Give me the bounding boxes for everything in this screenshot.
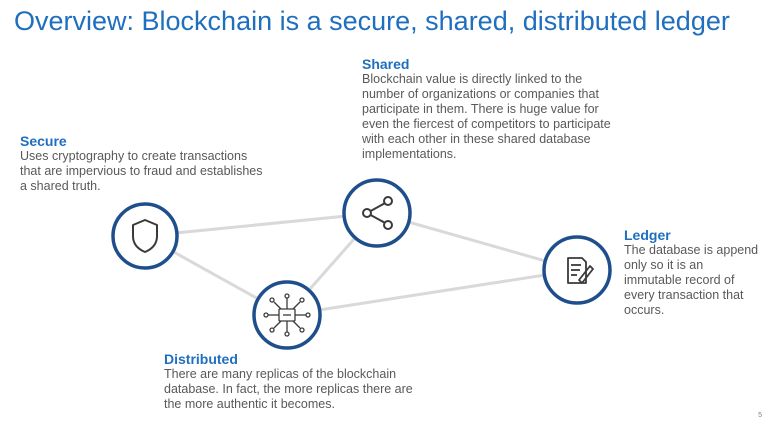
connector-distributed-ledger [286,268,578,317]
shared-text-block: Shared Blockchain value is directly link… [362,56,620,162]
distributed-text-block: Distributed There are many replicas of t… [164,351,424,412]
distributed-heading: Distributed [164,351,238,367]
network-hub-icon [263,293,311,337]
node-shared [342,178,412,248]
slide-title: Overview: Blockchain is a secure, shared… [14,6,730,36]
share-icon [362,196,393,230]
document-edit-icon [567,257,594,284]
node-distributed [252,280,322,350]
ledger-description: The database is append only so it is an … [624,243,759,317]
node-secure [111,202,179,270]
ledger-text-block: Ledger The database is append only so it… [624,227,759,318]
shield-icon [132,219,158,253]
shared-heading: Shared [362,56,410,72]
secure-text-block: Secure Uses cryptography to create trans… [20,133,270,194]
shared-description: Blockchain value is directly linked to t… [362,72,611,161]
secure-description: Uses cryptography to create transactions… [20,149,263,193]
connector-secure-shared [144,211,378,238]
secure-heading: Secure [20,133,67,149]
distributed-description: There are many replicas of the blockchai… [164,367,413,411]
node-ledger [542,235,612,305]
slide-number: 5 [758,412,762,419]
ledger-heading: Ledger [624,227,671,243]
